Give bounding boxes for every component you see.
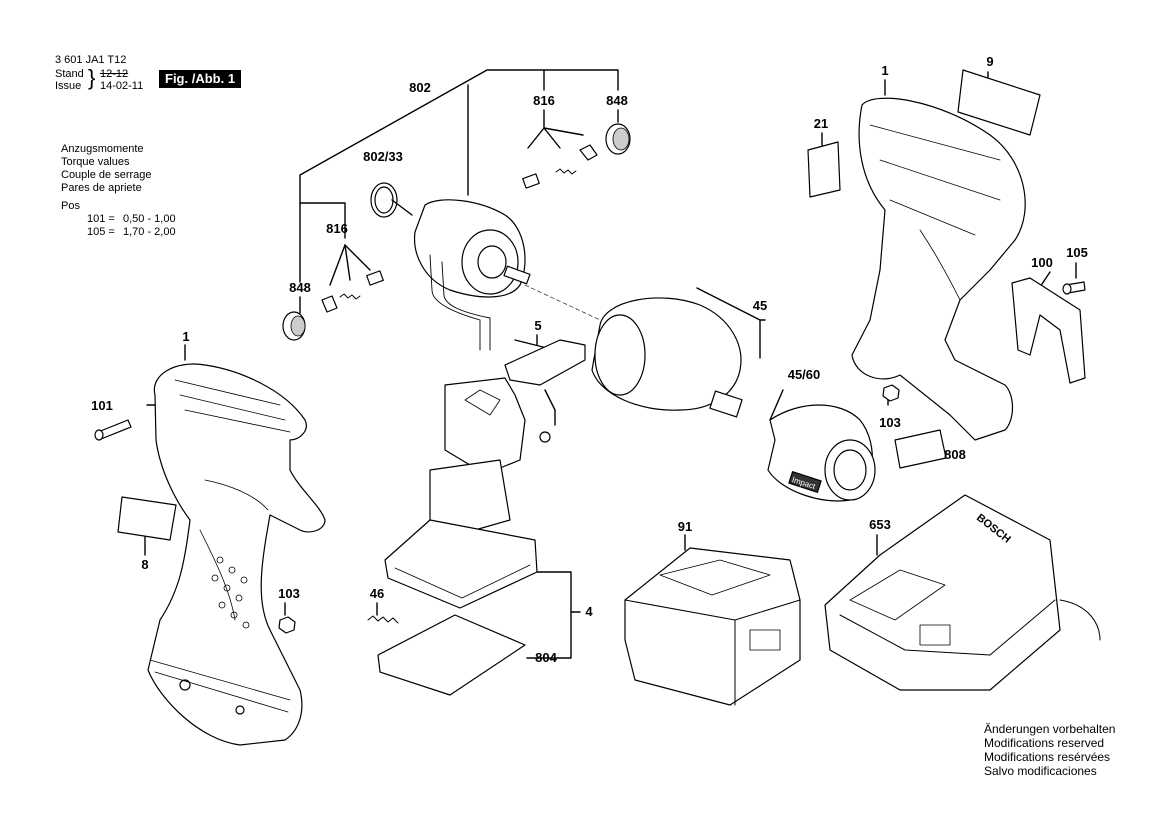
callout-45: 45	[752, 298, 768, 313]
footer-line-en: Modifications reserved	[984, 736, 1105, 750]
doc-number: 3 601 JA1 T12	[55, 54, 127, 66]
torque-title-es: Pares de apriete	[61, 182, 142, 194]
issue-label: Issue	[55, 80, 82, 92]
footer-line-fr: Modifications resérvées	[984, 750, 1111, 764]
callout-816-top: 816	[533, 93, 555, 108]
footer-line-es: Salvo modificaciones	[984, 764, 1097, 778]
heat-sink-plate	[504, 339, 586, 386]
callout-4: 4	[585, 604, 593, 619]
o-ring	[370, 182, 398, 218]
tool-housing-left	[147, 363, 326, 746]
callout-46: 46	[369, 586, 385, 601]
stand-date: 12-12	[100, 68, 129, 80]
callout-21: 21	[813, 116, 829, 131]
screw	[94, 419, 132, 441]
nut	[278, 616, 296, 634]
torque-title-fr: Couple de serrage	[61, 169, 152, 181]
callout-103-right: 103	[879, 415, 901, 430]
callout-101: 101	[91, 398, 113, 413]
torque-title-de: Anzugsmomente	[61, 143, 144, 155]
label-plate	[957, 69, 1041, 136]
contact-plate	[377, 614, 526, 696]
callout-1-left: 1	[182, 329, 190, 344]
callout-100: 100	[1031, 255, 1053, 270]
callout-848-left: 848	[289, 280, 311, 295]
battery-pack	[624, 547, 801, 706]
belt-clip	[1011, 277, 1086, 384]
callout-808: 808	[944, 447, 966, 462]
callout-1-right: 1	[881, 63, 889, 78]
callout-103-left: 103	[278, 586, 300, 601]
issue-date: 14-02-11	[100, 80, 144, 92]
callout-653: 653	[869, 517, 891, 532]
brush-set	[321, 144, 598, 313]
motor	[413, 199, 601, 351]
callout-5: 5	[534, 318, 542, 333]
seal-ring	[605, 123, 631, 155]
torque-title-en: Torque values	[61, 156, 130, 168]
callout-105: 105	[1066, 245, 1088, 260]
nut	[882, 384, 900, 402]
leader-lines	[144, 69, 1077, 659]
label-plate	[894, 429, 947, 469]
callout-804: 804	[535, 650, 557, 665]
label-plate	[807, 141, 841, 198]
callout-45-60: 45/60	[787, 367, 821, 382]
o-ring-inner	[374, 186, 394, 214]
brace-glyph: }	[88, 65, 96, 90]
nose-cover: Impact	[767, 404, 876, 502]
torque-pos-label: Pos	[61, 200, 80, 212]
tool-housing-right	[851, 97, 1026, 441]
torque-row-pos: 105 =	[87, 226, 115, 238]
impact-mechanism	[591, 297, 743, 418]
callout-91: 91	[677, 519, 693, 534]
screw	[1062, 281, 1086, 295]
callout-802-33: 802/33	[363, 149, 403, 164]
callout-848-top: 848	[606, 93, 628, 108]
label-plate	[117, 496, 177, 541]
torque-row-pos: 101 =	[87, 213, 115, 225]
callout-8: 8	[141, 557, 149, 572]
torque-row-value: 1,70 - 2,00	[123, 226, 176, 238]
switch-module	[384, 377, 551, 609]
torque-row-value: 0,50 - 1,00	[123, 213, 176, 225]
seal-ring	[282, 311, 306, 341]
footer-line-de: Änderungen vorbehalten	[984, 722, 1116, 736]
spring	[367, 615, 399, 624]
figure-label: Fig. /Abb. 1	[159, 70, 242, 88]
charger: BOSCH	[824, 494, 1101, 691]
callout-802: 802	[409, 80, 431, 95]
callout-9: 9	[986, 54, 994, 69]
stand-label: Stand	[55, 68, 84, 80]
callout-816-left: 816	[326, 221, 348, 236]
